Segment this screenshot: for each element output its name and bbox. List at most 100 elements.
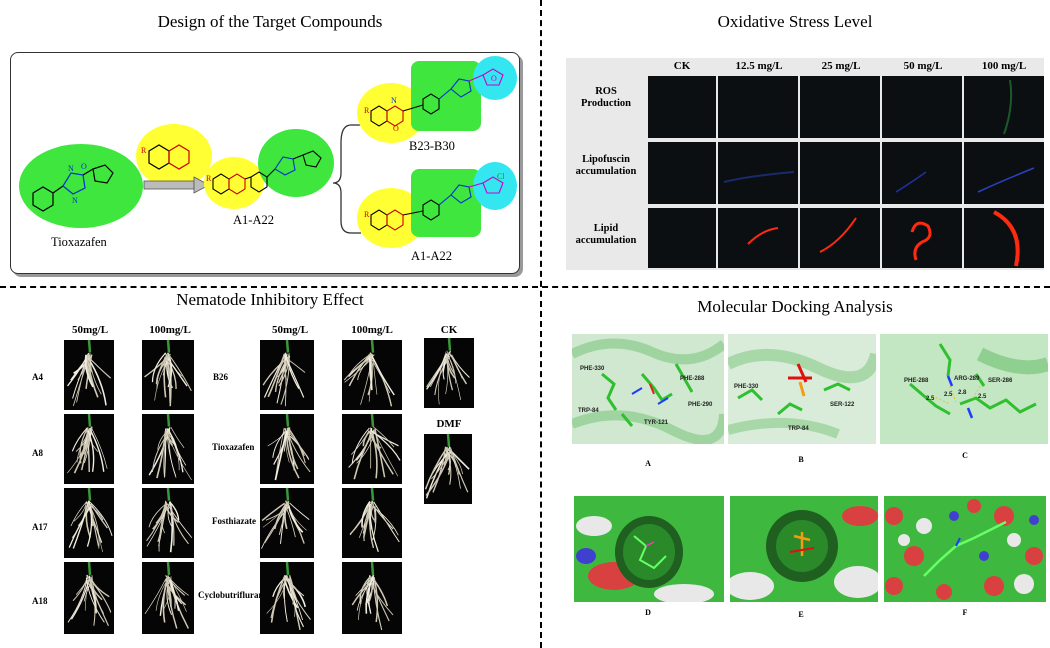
residue-a-trp84: TRP-84 (578, 408, 599, 414)
root-photo-b26-100 (342, 340, 402, 410)
col-header-25: 25 mg/L (821, 60, 861, 72)
nematode-row-a18: A18 (32, 596, 48, 606)
docking-label-f: F (962, 608, 968, 617)
docking-surface-f (884, 496, 1046, 602)
docking-surface-e (730, 496, 878, 602)
docking-image-a: PHE-330 PHE-288 TRP-84 TYR-121 PHE-290 (572, 334, 724, 444)
micrograph-lipofuscin-100 (964, 142, 1044, 204)
row-header-ros: ROS Production (566, 86, 646, 110)
micrograph-lipofuscin-25 (800, 142, 880, 204)
micrograph-ros-50 (882, 76, 962, 138)
root-photo-dmf (424, 434, 472, 504)
col-header-100: 100 mg/L (981, 60, 1027, 72)
atom-o-1: O (81, 162, 87, 171)
label-a1-a22-mid: A1-A22 (233, 213, 274, 227)
atom-o-2: O (393, 124, 399, 133)
root-photo-cyclobutrifluram-100 (342, 562, 402, 634)
atom-n-1: N (68, 164, 74, 173)
row-header-lipofuscin: Lipofuscin accumulation (566, 154, 646, 178)
micrograph-lipofuscin-ck (648, 142, 716, 204)
micrograph-lipid-ck (648, 208, 716, 268)
nematode-row-cyclobutrifluram: Cyclobutrifluram (198, 590, 266, 600)
root-photo-tioxazafen-50 (260, 414, 314, 484)
distance-c-1: 2.5 (926, 396, 935, 402)
atom-n-2: N (72, 196, 78, 205)
atom-r-4: R (364, 210, 370, 219)
synthesis-scheme: N O N R R (19, 56, 517, 248)
root-photo-a4-50 (64, 340, 114, 410)
micrograph-lipid-50 (882, 208, 962, 268)
nematode-row-fosthiazate: Fosthiazate (212, 516, 256, 526)
row-lipofuscin-line1: Lipofuscin (582, 154, 630, 165)
vertical-divider (540, 0, 542, 648)
residue-a-phe290: PHE-290 (688, 402, 713, 408)
nematode-col-50-right: 50mg/L (271, 324, 309, 336)
distance-c-3: 2.8 (958, 390, 967, 396)
docking-label-b: B (798, 455, 804, 464)
docking-label-d: D (645, 608, 651, 617)
residue-c-arg289: ARG-289 (954, 376, 980, 382)
root-photo-a18-50 (64, 562, 114, 634)
micrograph-lipid-25 (800, 208, 880, 268)
root-photo-a17-50 (64, 488, 114, 558)
root-photo-b26-50 (260, 340, 314, 410)
row-lipid-line1: Lipid (593, 223, 619, 234)
residue-c-ser286: SER-286 (988, 378, 1013, 384)
docking-image-c: PHE-288 ARG-289 SER-286 2.5 2.5 2.8 2.5 (880, 334, 1048, 444)
root-photo-tioxazafen-100 (342, 414, 402, 484)
label-tioxazafen: Tioxazafen (51, 235, 107, 249)
micrograph-ros-ck (648, 76, 716, 138)
root-photo-fosthiazate-50 (260, 488, 314, 558)
nematode-row-tioxazafen: Tioxazafen (212, 442, 255, 452)
root-photo-cyclobutrifluram-50 (260, 562, 314, 634)
micrograph-lipofuscin-50 (882, 142, 962, 204)
scheme-box: N O N R R (10, 52, 520, 274)
stress-grid: CK 12.5 mg/L 25 mg/L 50 mg/L 100 mg/L RO… (566, 58, 1044, 270)
residue-c-phe288: PHE-288 (904, 378, 929, 384)
docking-label-e: E (798, 610, 804, 619)
micrograph-ros-12-5 (718, 76, 798, 138)
nematode-col-ck: CK (440, 324, 458, 336)
nematode-col-100-right: 100mg/L (351, 324, 393, 336)
root-photo-ck (424, 338, 474, 408)
label-b23-b30: B23-B30 (409, 139, 455, 153)
residue-a-tyr121: TYR-121 (644, 420, 669, 426)
nematode-row-a4: A4 (32, 372, 43, 382)
root-photo-a4-100 (142, 340, 194, 410)
label-a1-a22-right: A1-A22 (411, 249, 452, 263)
row-lipid-line2: accumulation (575, 235, 637, 246)
docking-title: Molecular Docking Analysis (697, 297, 893, 316)
design-title: Design of the Target Compounds (157, 12, 383, 31)
micrograph-ros-100 (964, 76, 1044, 138)
distance-c-2: 2.5 (944, 392, 953, 398)
micrograph-ros-25 (800, 76, 880, 138)
row-lipofuscin-line2: accumulation (575, 166, 637, 177)
nematode-col-100-left: 100mg/L (149, 324, 191, 336)
stress-title: Oxidative Stress Level (717, 12, 873, 31)
row-header-lipid: Lipid accumulation (566, 223, 646, 247)
root-photo-a8-50 (64, 414, 114, 484)
residue-a-phe330: PHE-330 (580, 366, 605, 372)
residue-a-phe288: PHE-288 (680, 376, 705, 382)
residue-b-trp84: TRP-84 (788, 426, 809, 432)
reaction-arrow (143, 176, 210, 194)
residue-b-phe330: PHE-330 (734, 384, 759, 390)
horizontal-divider (0, 286, 1050, 288)
root-photo-a17-100 (142, 488, 194, 558)
docking-label-c: C (962, 451, 968, 460)
atom-o-3: O (491, 74, 497, 83)
micrograph-lipid-100 (964, 208, 1044, 268)
docking-label-a: A (645, 459, 651, 468)
col-header-ck: CK (673, 60, 691, 72)
distance-c-4: 2.5 (978, 394, 987, 400)
row-ros-line1: ROS (595, 86, 617, 97)
docking-surface-d (574, 496, 724, 602)
root-photo-a18-100 (142, 562, 194, 634)
nematode-row-a8: A8 (32, 448, 43, 458)
atom-r-2: R (206, 174, 212, 183)
nematode-row-b26: B26 (213, 372, 229, 382)
residue-b-ser122: SER-122 (830, 402, 855, 408)
col-header-12-5: 12.5 mg/L (735, 60, 783, 72)
atom-r-3: R (364, 106, 370, 115)
nematode-label-dmf: DMF (436, 418, 462, 430)
